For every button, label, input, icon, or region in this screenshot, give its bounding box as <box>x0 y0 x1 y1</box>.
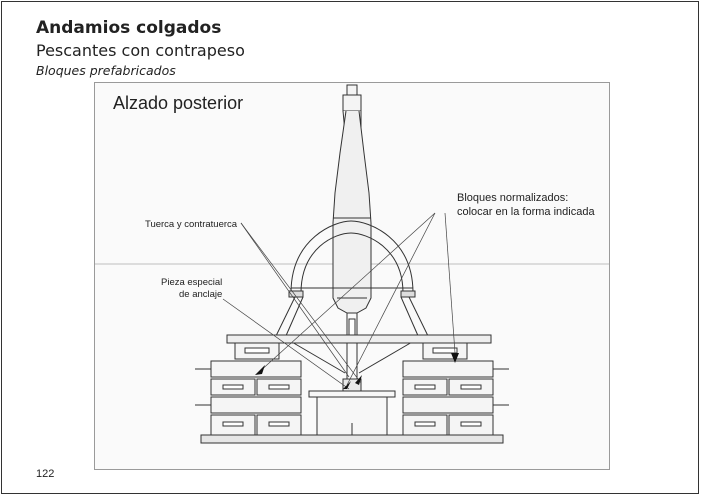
label-tuerca: Tuerca y contratuerca <box>145 219 238 230</box>
page-number: 122 <box>36 468 55 480</box>
support-arch <box>288 220 416 298</box>
label-pieza-line1: Pieza especial <box>161 277 223 288</box>
leader-lines <box>222 212 456 390</box>
label-bloques-line2: colocar en la forma indicada <box>457 206 595 218</box>
label-pieza-line2: de anclaje <box>179 289 223 300</box>
right-block-stack <box>402 342 509 436</box>
central-anchor-block <box>308 378 396 439</box>
top-beam <box>226 334 492 344</box>
davit-mast <box>332 84 372 383</box>
page-subsubtitle: Bloques prefabricados <box>36 63 176 78</box>
page-title: Andamios colgados <box>36 18 222 38</box>
page-subtitle: Pescantes con contrapeso <box>36 41 245 60</box>
view-title: Alzado posterior <box>113 93 244 113</box>
technical-drawing: Alzado posterior Tuerca y contratuerca P… <box>94 82 610 470</box>
counterweight-davit-elevation <box>95 84 609 444</box>
base-beam <box>200 434 504 444</box>
arrowheads <box>255 353 459 389</box>
label-bloques-line1: Bloques normalizados: <box>457 192 569 204</box>
left-block-stack <box>195 342 302 436</box>
